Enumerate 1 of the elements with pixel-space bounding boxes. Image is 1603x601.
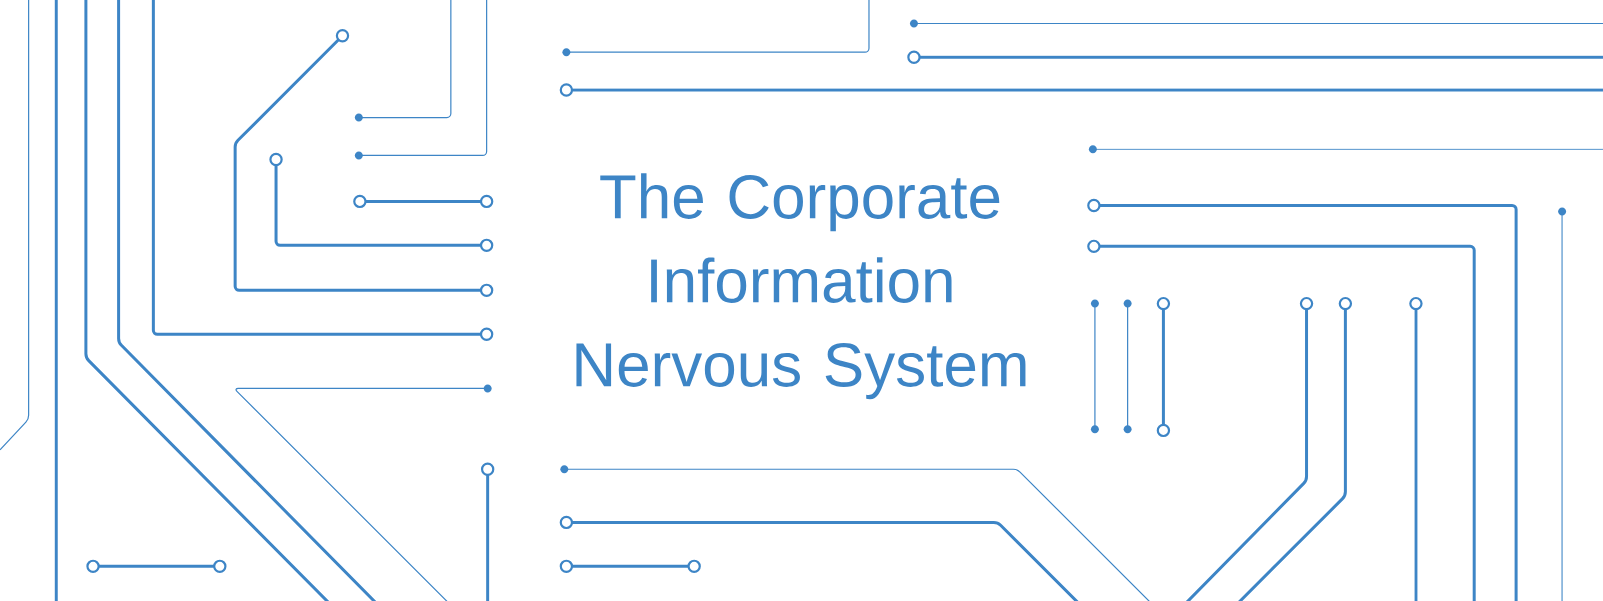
title: The Corporate Information Nervous System: [576, 173, 1026, 400]
